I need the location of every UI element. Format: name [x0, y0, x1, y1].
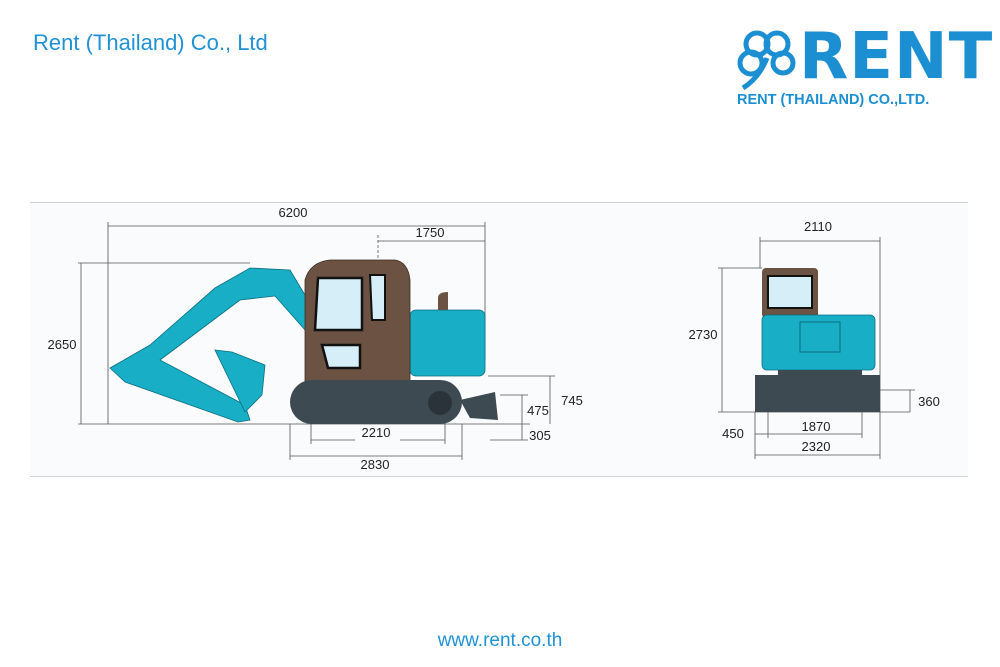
dim-overall-width: 2110 [804, 219, 832, 234]
dim-track-gauge: 1870 [802, 419, 831, 434]
dim-blade-height-total: 745 [561, 393, 583, 408]
clover-logo-icon [737, 30, 796, 91]
dim-overall-height: 2650 [48, 337, 77, 352]
logo-word: RENT [799, 20, 994, 94]
excavator-side-view [109, 259, 498, 424]
company-name: Rent (Thailand) Co., Ltd [33, 30, 268, 55]
front-track [755, 375, 880, 412]
dim-front-height: 2730 [689, 327, 718, 342]
logo-subtitle: RENT (THAILAND) CO.,LTD. [737, 92, 930, 108]
dim-overall-length: 6200 [279, 205, 308, 220]
dim-track-length: 2830 [361, 457, 390, 472]
excavator-front-view [755, 268, 880, 412]
dim-track-width: 2320 [802, 439, 831, 454]
dim-ground-clearance: 360 [918, 394, 940, 409]
dim-tail-length: 1750 [416, 225, 445, 240]
side-track [290, 380, 462, 424]
dim-blade-depth: 305 [529, 428, 551, 443]
dim-tumbler-distance: 2210 [362, 425, 391, 440]
website-link[interactable]: www.rent.co.th [437, 630, 563, 651]
dim-shoe-width: 450 [722, 426, 744, 441]
rent-logo: RENT RENT (THAILAND) CO.,LTD. [737, 20, 992, 114]
dim-blade-height: 475 [527, 403, 549, 418]
